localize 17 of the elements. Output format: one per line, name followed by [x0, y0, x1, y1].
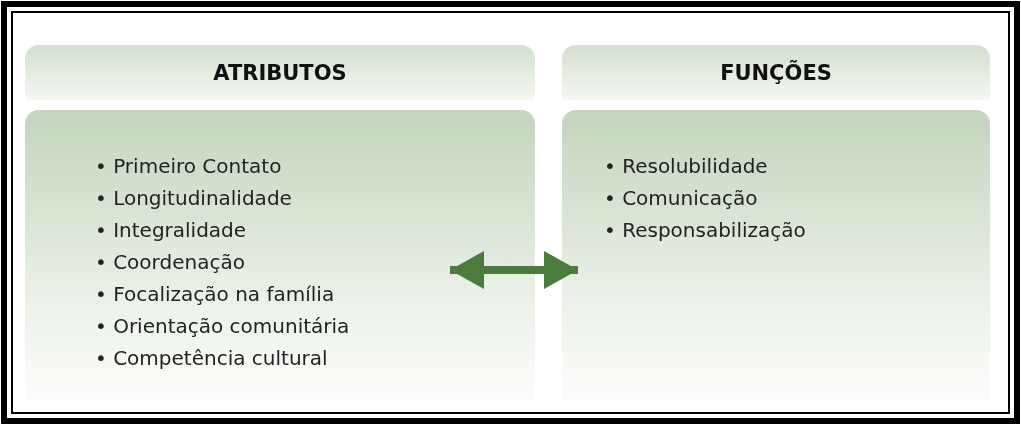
header-text: ATRIBUTOS	[213, 60, 347, 85]
list-item: • Integralidade	[95, 217, 247, 244]
header-box	[25, 45, 535, 100]
content-panel	[25, 110, 535, 400]
list-item: • Coordenação	[95, 249, 245, 276]
list-item: • Resolubilidade	[604, 153, 768, 180]
list-item: • Competência cultural	[95, 345, 328, 372]
list-item: • Primeiro Contato	[95, 153, 282, 180]
content-panel	[562, 110, 990, 400]
list-item: • Longitudinalidade	[95, 185, 292, 212]
list-item: • Focalização na família	[95, 281, 335, 308]
header-text: FUNÇÕES	[720, 60, 832, 85]
list-item: • Comunicação	[604, 185, 758, 212]
list-item: • Responsabilização	[604, 217, 806, 244]
list-item: • Orientação comunitária	[95, 313, 350, 340]
double-arrow	[450, 251, 578, 289]
header-box	[562, 45, 990, 100]
